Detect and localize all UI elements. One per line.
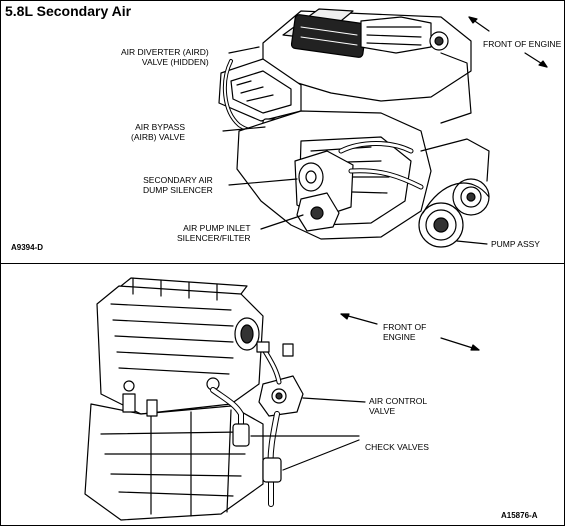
- label-air-bypass-valve-text: AIR BYPASS (AIRB) VALVE: [131, 122, 186, 142]
- label-air-control-valve-text: AIR CONTROL VALVE: [369, 396, 428, 416]
- label-front-of-engine-top: FRONT OF ENGINE: [483, 39, 562, 49]
- label-air-diverter-valve: AIR DIVERTER (AIRD) VALVE (HIDDEN): [121, 47, 209, 67]
- diagram-title: 5.8L Secondary Air: [5, 3, 132, 19]
- label-air-bypass-valve: AIR BYPASS (AIRB) VALVE: [131, 122, 185, 142]
- label-air-control-valve: AIR CONTROL VALVE: [369, 396, 427, 416]
- label-front-of-engine-bottom: FRONT OF ENGINE: [383, 322, 426, 342]
- figure-code-top: A9394-D: [11, 243, 44, 252]
- engine-illustration-top: [218, 8, 548, 248]
- top-diagram-panel: 5.8L Secondary Air: [0, 0, 565, 264]
- label-inlet-silencer: AIR PUMP INLET SILENCER/FILTER: [177, 223, 251, 243]
- label-check-valves: CHECK VALVES: [365, 442, 429, 452]
- label-air-diverter-valve-text: AIR DIVERTER (AIRD) VALVE (HIDDEN): [121, 47, 209, 67]
- label-dump-silencer: SECONDARY AIR DUMP SILENCER: [143, 175, 213, 195]
- label-front-of-engine-bottom-text: FRONT OF ENGINE: [383, 322, 427, 342]
- label-pump-assy: PUMP ASSY: [491, 239, 540, 249]
- engine-illustration-bottom: [84, 277, 480, 521]
- label-dump-silencer-text: SECONDARY AIR DUMP SILENCER: [143, 175, 213, 195]
- bottom-diagram-panel: FRONT OF ENGINE AIR CONTROL VALVE CHECK …: [0, 263, 565, 526]
- figure-code-bottom: A15876-A: [501, 511, 538, 520]
- label-inlet-silencer-text: AIR PUMP INLET SILENCER/FILTER: [177, 223, 251, 243]
